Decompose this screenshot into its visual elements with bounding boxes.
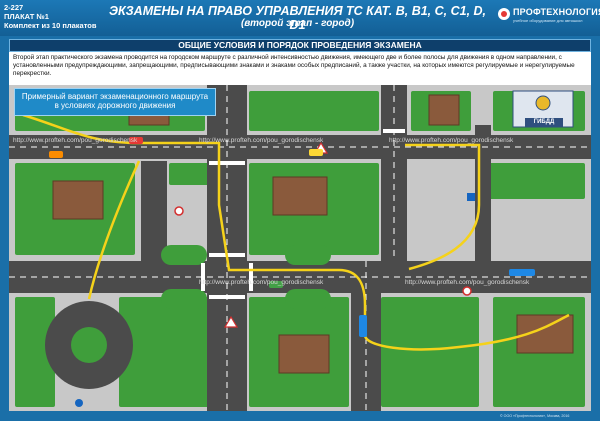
logo-icon	[498, 8, 510, 20]
gibdd-building-label: ГИБДД	[525, 118, 563, 127]
poster-subtitle: (второй этап - город)	[240, 18, 355, 29]
logo-name: ПРОФТЕХНОЛОГИЯ	[513, 7, 600, 17]
poster-title: ЭКЗАМЕНЫ НА ПРАВО УПРАВЛЕНИЯ ТС КАТ. B, …	[108, 4, 487, 32]
city-route-map: Примерный вариант экзаменационного маршр…	[9, 85, 591, 411]
section-heading: ОБЩИЕ УСЛОВИЯ И ПОРЯДОК ПРОВЕДЕНИЯ ЭКЗАМ…	[9, 39, 591, 52]
poster-id-block: 2-227 ПЛАКАТ №1 Комплект из 10 плакатов	[4, 3, 97, 30]
watermark-text: http://www.profteh.com/pou_gorodischensk	[199, 279, 324, 286]
set-info: Комплект из 10 плакатов	[4, 21, 97, 30]
copyright: © ООО «Профтехнология», Москва, 2016	[500, 414, 570, 418]
watermark-text: http://www.profteh.com/pou_gorodischensk	[199, 137, 324, 144]
logo-tagline: учебное оборудование для автошкол	[513, 18, 583, 23]
exam-route-line	[22, 113, 570, 351]
poster-header: 2-227 ПЛАКАТ №1 Комплект из 10 плакатов …	[0, 0, 600, 36]
route-caption: Примерный вариант экзаменационного маршр…	[14, 88, 216, 116]
map-illustration	[9, 85, 591, 411]
watermark-text: http://www.profteh.com/pou_gorodischensk	[405, 279, 530, 286]
watermark-text: http://www.profteh.com/pou_gorodischensk	[13, 137, 138, 144]
poster-label: ПЛАКАТ №1	[4, 12, 49, 21]
section-description: Второй этап практического экзамена прово…	[9, 52, 591, 85]
watermark-text: http://www.profteh.com/pou_gorodischensk	[389, 137, 514, 144]
poster-number: 2-227	[4, 3, 24, 12]
brand-logo: ПРОФТЕХНОЛОГИЯ учебное оборудование для …	[498, 6, 600, 28]
